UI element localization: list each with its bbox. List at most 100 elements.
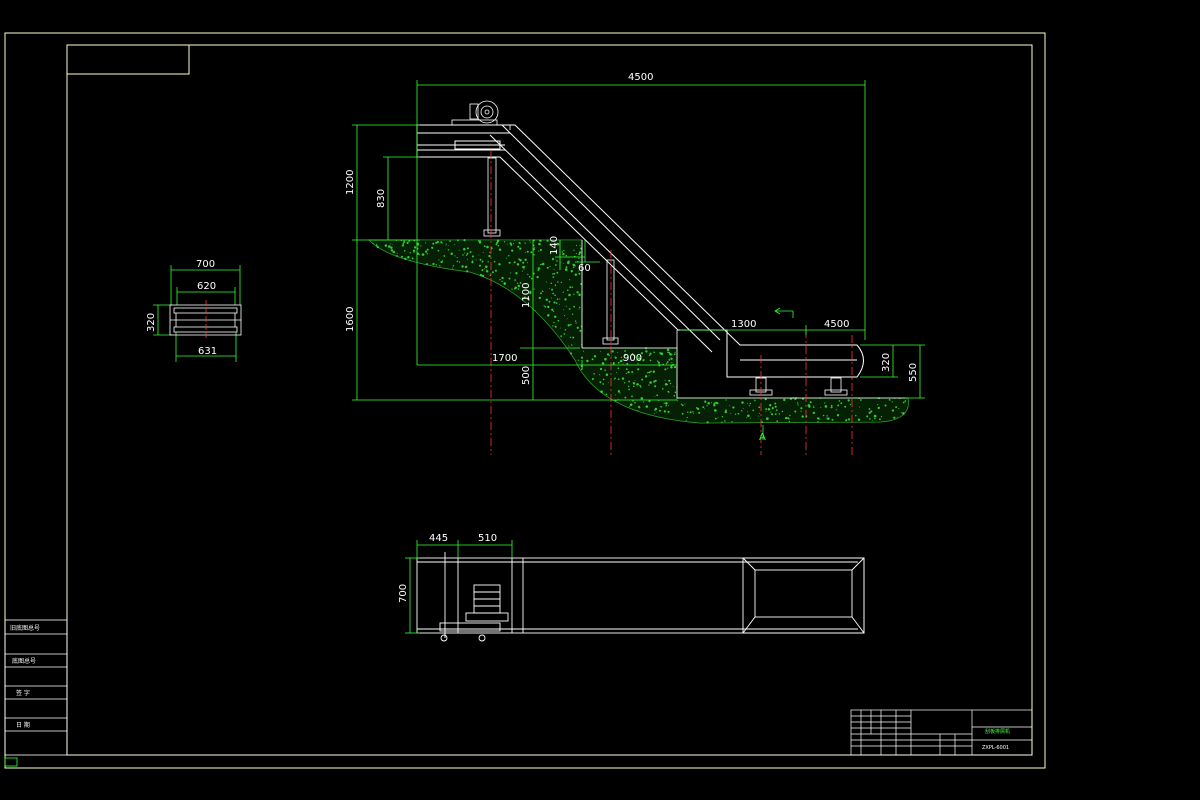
concrete-speckle bbox=[653, 351, 655, 354]
concrete-speckle bbox=[898, 407, 900, 410]
concrete-speckle bbox=[402, 244, 405, 247]
concrete-speckle bbox=[494, 269, 497, 272]
concrete-speckle bbox=[543, 305, 545, 307]
concrete-speckle bbox=[560, 327, 562, 329]
concrete-speckle bbox=[554, 325, 557, 328]
concrete-speckle bbox=[664, 383, 668, 386]
concrete-speckle bbox=[563, 249, 565, 252]
concrete-speckle bbox=[884, 404, 887, 407]
concrete-speckle bbox=[648, 371, 651, 374]
concrete-speckle bbox=[788, 418, 790, 420]
dim-gap: 60 bbox=[578, 263, 591, 274]
concrete-speckle bbox=[432, 262, 435, 266]
title-block: 刮板排屑机 ZXPL-6001 bbox=[850, 709, 1033, 756]
concrete-speckle bbox=[599, 374, 601, 376]
concrete-speckle bbox=[557, 281, 559, 283]
concrete-speckle bbox=[866, 415, 869, 418]
concrete-speckle bbox=[390, 246, 393, 249]
concrete-speckle bbox=[617, 398, 619, 400]
concrete-speckle bbox=[639, 355, 641, 357]
centerlines bbox=[490, 150, 853, 455]
concrete-speckle bbox=[734, 413, 737, 415]
concrete-speckle bbox=[554, 284, 557, 287]
concrete-speckle bbox=[704, 400, 707, 403]
concrete-speckle bbox=[511, 288, 513, 290]
concrete-speckle bbox=[624, 353, 627, 356]
concrete-speckle bbox=[874, 417, 876, 420]
concrete-speckle bbox=[464, 252, 466, 254]
concrete-speckle bbox=[572, 266, 575, 269]
concrete-speckle bbox=[445, 243, 447, 245]
concrete-speckle bbox=[578, 257, 580, 260]
concrete-speckle bbox=[564, 268, 568, 271]
concrete-speckle bbox=[568, 293, 571, 297]
concrete-speckle bbox=[654, 379, 657, 382]
concrete-speckle bbox=[771, 406, 774, 409]
concrete-speckle bbox=[527, 273, 529, 276]
concrete-speckle bbox=[384, 244, 388, 247]
concrete-speckle bbox=[721, 421, 723, 423]
concrete-speckle bbox=[669, 353, 672, 356]
concrete-speckle bbox=[517, 284, 521, 288]
concrete-speckle bbox=[593, 355, 596, 357]
concrete-speckle bbox=[458, 261, 461, 263]
concrete-speckle bbox=[836, 414, 840, 417]
concrete-speckle bbox=[716, 401, 719, 405]
concrete-speckle bbox=[528, 298, 530, 301]
concrete-speckle bbox=[601, 362, 605, 365]
concrete-speckle bbox=[602, 378, 605, 381]
concrete-speckle bbox=[667, 405, 669, 407]
concrete-speckle bbox=[483, 245, 486, 248]
drawing-frame bbox=[4, 32, 1046, 769]
concrete-speckle bbox=[529, 241, 531, 243]
concrete-speckle bbox=[569, 352, 573, 355]
concrete-speckle bbox=[667, 410, 670, 413]
concrete-speckle bbox=[877, 404, 879, 406]
concrete-speckle bbox=[406, 241, 409, 244]
concrete-speckle bbox=[767, 407, 771, 411]
concrete-speckle bbox=[514, 239, 516, 241]
concrete-speckle bbox=[546, 239, 549, 242]
concrete-speckle bbox=[879, 418, 881, 421]
concrete-speckle bbox=[559, 298, 561, 300]
concrete-speckle bbox=[644, 375, 648, 378]
concrete-speckle bbox=[632, 382, 636, 385]
concrete-speckle bbox=[637, 363, 639, 365]
dim-tail-height-a: 320 bbox=[881, 353, 892, 372]
concrete-speckle bbox=[578, 293, 581, 296]
concrete-speckle bbox=[376, 245, 379, 249]
concrete-speckle bbox=[794, 398, 796, 400]
concrete-speckle bbox=[417, 243, 420, 246]
concrete-speckle bbox=[749, 417, 751, 419]
concrete-speckle bbox=[432, 242, 435, 245]
concrete-speckle bbox=[797, 404, 799, 406]
concrete-speckle bbox=[809, 401, 812, 404]
concrete-speckle bbox=[488, 254, 491, 258]
concrete-speckle bbox=[859, 406, 861, 408]
concrete-speckle bbox=[516, 282, 519, 284]
concrete-speckle bbox=[487, 261, 489, 263]
concrete-speckle bbox=[561, 251, 563, 253]
concrete-speckle bbox=[548, 314, 550, 316]
concrete-speckle bbox=[440, 260, 443, 264]
concrete-speckle bbox=[794, 410, 797, 413]
concrete-speckle bbox=[454, 244, 456, 246]
concrete-speckle bbox=[493, 260, 496, 263]
concrete-speckle bbox=[503, 282, 506, 285]
dim-section-width-620: 620 bbox=[197, 281, 216, 292]
concrete-speckle bbox=[481, 260, 484, 263]
concrete-speckle bbox=[617, 367, 620, 370]
dim-section-width-631: 631 bbox=[198, 346, 217, 357]
cross-section-view: 700 620 631 320 bbox=[146, 259, 242, 362]
concrete-speckle bbox=[845, 419, 848, 422]
dim-overall-length: 4500 bbox=[628, 72, 653, 83]
concrete-speckle bbox=[612, 362, 615, 365]
concrete-speckle bbox=[567, 289, 569, 291]
concrete-speckle bbox=[454, 255, 456, 257]
concrete-speckle bbox=[615, 394, 617, 396]
concrete-speckle bbox=[578, 253, 581, 256]
concrete-speckle bbox=[506, 243, 508, 245]
dim-tail-height-b: 550 bbox=[908, 363, 919, 382]
concrete-speckle bbox=[413, 252, 415, 254]
concrete-speckle bbox=[778, 413, 781, 415]
